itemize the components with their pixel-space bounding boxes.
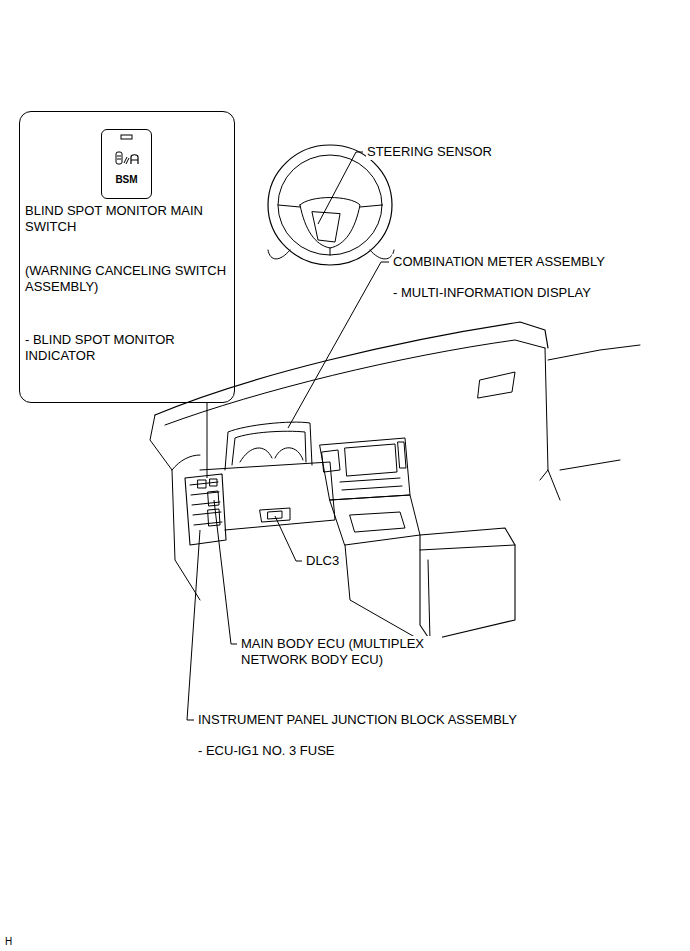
node-text: - BLIND SPOT MONITOR INDICATOR xyxy=(25,332,233,364)
part-label: MAIN BODY ECU (MULTIPLEX NETWORK BODY EC… xyxy=(240,636,442,668)
node-text: (WARNING CANCELING SWITCH ASSEMBLY) xyxy=(25,263,233,295)
part-label: DLC3 xyxy=(305,553,340,569)
part-label: INSTRUMENT PANEL JUNCTION BLOCK ASSEMBLY xyxy=(197,712,518,728)
figure-code: H xyxy=(4,936,13,948)
part-label: COMBINATION METER ASSEMBLY xyxy=(392,254,606,270)
node-text: BSM xyxy=(102,174,151,186)
part-label: - MULTI-INFORMATION DISPLAY xyxy=(392,285,592,301)
switch-symbol xyxy=(102,130,151,198)
part-label: - ECU-IG1 NO. 3 FUSE xyxy=(197,743,336,759)
switch-icon: BSM xyxy=(101,129,152,199)
node-text: BLIND SPOT MONITOR MAIN SWITCH xyxy=(25,203,233,235)
part-label: STEERING SENSOR xyxy=(366,144,493,160)
callout-box: BLIND SPOT MONITOR MAIN SWITCH (WARNING C… xyxy=(19,111,235,403)
